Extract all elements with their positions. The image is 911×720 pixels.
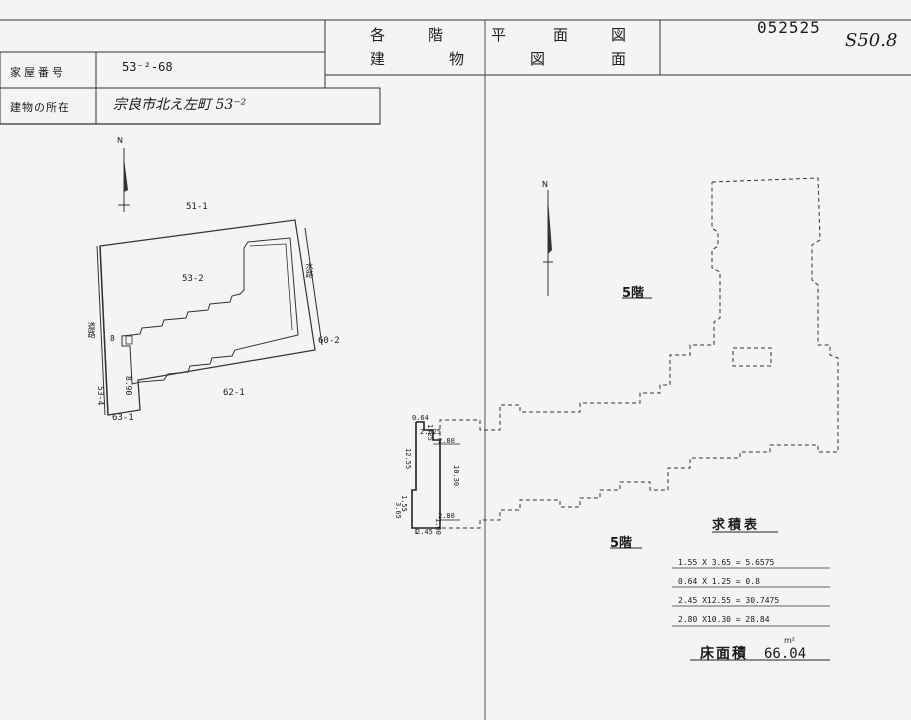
dim-2-80-top: 2.80: [438, 437, 455, 445]
dim-10-30: 10.30: [452, 465, 460, 487]
subtitle-char-1: 建: [370, 50, 387, 68]
floor-area-label: 床面積: [700, 646, 748, 662]
floor-label-bottom: 5階: [610, 536, 633, 551]
site-north-arrow: [118, 148, 130, 212]
location-value: 宗良市北え左町 53⁻²: [113, 97, 247, 113]
dim-0-64: 0.64: [412, 414, 429, 422]
dim-2-625: 2.625: [420, 428, 442, 436]
dim-2-80-bottom: 2.80: [438, 512, 455, 520]
lot-north: 51-1: [186, 202, 208, 212]
lot-main: 53-2: [182, 274, 204, 284]
subtitle-char-2: 物: [449, 50, 466, 68]
dim-3-65: 3.65: [394, 502, 402, 519]
area-calc-row-1: 1.55 X 3.65 = 5.6575: [678, 558, 775, 567]
house-number-label: 家屋番号: [10, 66, 66, 79]
ground-floor-outline: [411, 421, 441, 529]
area-calc-row-3: 2.45 X12.55 = 30.7475: [678, 596, 780, 605]
lot-west: 53-4: [96, 386, 105, 406]
title-char-5: 図: [611, 26, 628, 44]
site-north-label: N: [117, 136, 123, 145]
floor-north-label: N: [542, 180, 548, 189]
house-number-value: 53⁻²-68: [122, 60, 173, 74]
area-calc-row-2: 0.64 X 1.25 = 0.8: [678, 577, 760, 586]
title-char-2: 階: [428, 26, 445, 44]
lot-southwest: 63-1: [112, 413, 134, 423]
dim-12-55: 12.55: [404, 448, 412, 470]
dim-1-25: 1.25: [426, 424, 434, 441]
dim-1-55: 1.55: [400, 495, 408, 512]
subtitle-char-3: 図: [530, 50, 547, 68]
doc-number: 052525: [757, 18, 821, 37]
subtitle-char-4: 面: [611, 50, 628, 68]
floor-label-top: 5階: [622, 286, 645, 301]
waterway-east-label: 水路: [305, 262, 314, 278]
area-calc-row-4: 2.80 X10.30 = 28.84: [678, 615, 770, 624]
lot-east: 60-2: [318, 336, 340, 346]
dim-2-45: 2.45: [416, 528, 433, 536]
title-char-4: 面: [553, 26, 570, 44]
lot-south: 62-1: [223, 388, 245, 398]
date-note: S50.8: [845, 30, 898, 51]
floor-area-value: 66.04: [764, 646, 807, 662]
title-char-1: 各: [370, 26, 387, 44]
site-dim-a: 8.90: [124, 376, 133, 396]
location-label: 建物の所在: [10, 101, 70, 114]
title-char-3: 平: [491, 26, 508, 44]
floor-north-arrow: [543, 190, 553, 296]
site-dim-b: 8: [110, 334, 115, 343]
floor-area-unit: m²: [784, 636, 795, 645]
dim-1-00: 1.00: [434, 518, 442, 535]
road-west-label: 道路: [87, 322, 96, 338]
area-calc-title: 求積表: [712, 518, 761, 533]
